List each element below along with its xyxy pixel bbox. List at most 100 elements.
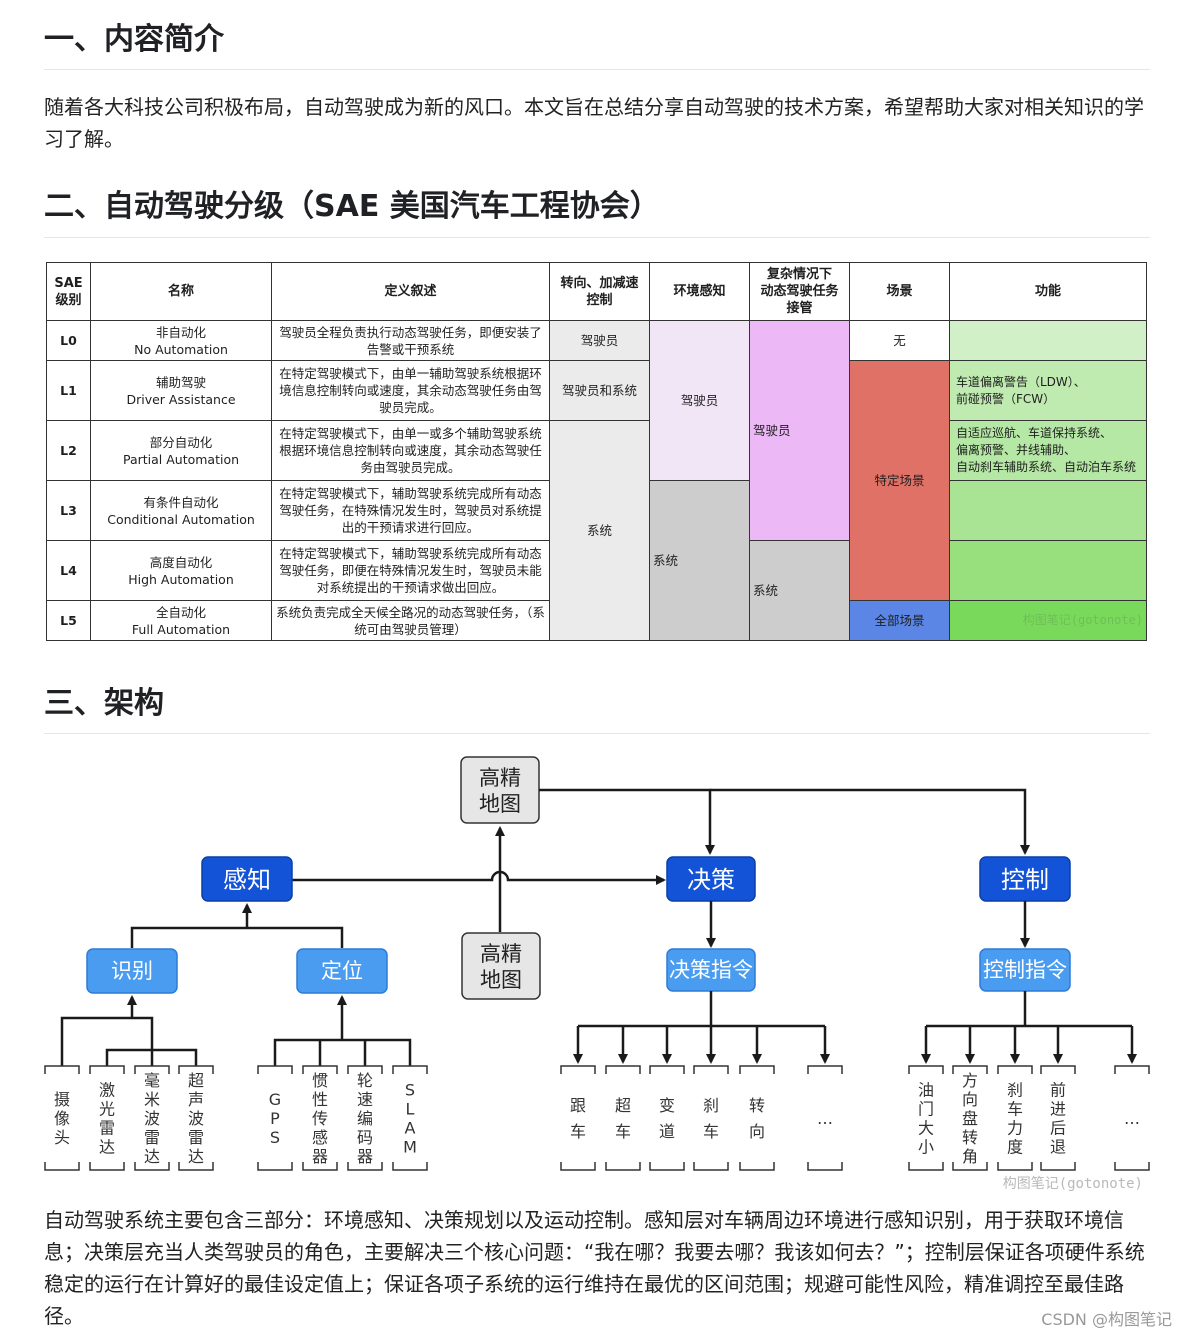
svg-text:毫: 毫 bbox=[144, 1071, 160, 1090]
col-header-definition: 定义叙述 bbox=[271, 262, 550, 321]
svg-text:油: 油 bbox=[918, 1081, 934, 1100]
col-header-function: 功能 bbox=[949, 262, 1147, 321]
intro-paragraph: 随着各大科技公司积极布局，自动驾驶成为新的风口。本文旨在总结分享自动驾驶的技术方… bbox=[44, 95, 1144, 151]
perception-driver-cell: 驾驶员 bbox=[649, 320, 750, 481]
col-header-control: 转向、加减速 控制 bbox=[549, 262, 650, 321]
svg-text:L: L bbox=[406, 1100, 415, 1119]
perception-node: 感知 bbox=[201, 856, 293, 902]
svg-text:雷: 雷 bbox=[144, 1128, 160, 1147]
hd-map-node-bottom: 高精 地图 bbox=[461, 932, 541, 1000]
svg-text:头: 头 bbox=[54, 1128, 70, 1147]
svg-text:车: 车 bbox=[615, 1122, 631, 1141]
svg-text:门: 门 bbox=[918, 1100, 934, 1119]
svg-text:定位: 定位 bbox=[321, 959, 363, 983]
definition-cell: 在特定驾驶模式下，辅助驾驶系统完成所有动态驾驶任务，即便在特殊情况发生时，驾驶员… bbox=[271, 540, 550, 601]
footer-watermark: CSDN @构图笔记 bbox=[1041, 1310, 1172, 1329]
hd-map-label-line2: 地图 bbox=[479, 792, 521, 816]
svg-text:方: 方 bbox=[962, 1071, 978, 1090]
svg-text:声: 声 bbox=[188, 1090, 204, 1109]
function-cell bbox=[949, 480, 1147, 541]
svg-text:车: 车 bbox=[703, 1122, 719, 1141]
sae-levels-table: SAE 级别 名称 定义叙述 转向、加减速 控制 环境感知 复杂情况下 动态驾驶… bbox=[46, 262, 1147, 641]
svg-text:A: A bbox=[405, 1119, 416, 1138]
definition-cell: 在特定驾驶模式下，辅助驾驶系统完成所有动态驾驶任务，在特殊情况发生时，驾驶员对系… bbox=[271, 480, 550, 541]
level-cell: L4 bbox=[46, 540, 91, 601]
svg-text:决策: 决策 bbox=[687, 866, 735, 894]
leaf-items: 摄像头激光雷达毫米波雷达超声波雷达GPS惯性传感器轮速编码器SLAM跟车超车变道… bbox=[44, 1065, 1150, 1171]
control-system-cell: 系统 bbox=[549, 420, 650, 641]
decision-item: … bbox=[807, 1065, 843, 1171]
section-heading-intro: 一、内容简介 bbox=[44, 22, 224, 57]
divider bbox=[44, 237, 1150, 238]
architecture-paragraph: 自动驾驶系统主要包含三部分：环境感知、决策规划以及运动控制。感知层对车辆周边环境… bbox=[44, 1208, 1145, 1328]
svg-text:超: 超 bbox=[188, 1071, 204, 1090]
svg-text:退: 退 bbox=[1050, 1138, 1066, 1157]
level-cell: L3 bbox=[46, 480, 91, 541]
svg-text:惯: 惯 bbox=[312, 1071, 328, 1090]
svg-text:后: 后 bbox=[1050, 1119, 1066, 1138]
svg-text:控制: 控制 bbox=[1001, 866, 1049, 894]
decision-item: 跟车 bbox=[560, 1065, 596, 1171]
svg-text:度: 度 bbox=[1007, 1138, 1023, 1157]
sensor-item: 摄像头 bbox=[44, 1065, 80, 1171]
svg-text:超: 超 bbox=[615, 1096, 631, 1115]
svg-text:G: G bbox=[269, 1090, 281, 1109]
svg-text:感: 感 bbox=[312, 1128, 328, 1147]
svg-text:小: 小 bbox=[918, 1138, 934, 1157]
level-cell: L2 bbox=[46, 420, 91, 481]
definition-cell: 在特定驾驶模式下，由单一或多个辅助驾驶系统根据环境信息控制转向或速度，其余动态驾… bbox=[271, 420, 550, 481]
svg-text:雷: 雷 bbox=[188, 1128, 204, 1147]
svg-text:变: 变 bbox=[659, 1096, 675, 1115]
hd-map-node-top: 高精 地图 bbox=[460, 756, 540, 824]
divider bbox=[44, 69, 1150, 70]
svg-text:编: 编 bbox=[357, 1109, 373, 1128]
definition-cell: 驾驶员全程负责执行动态驾驶任务，即便安装了告警或干预系统 bbox=[271, 320, 550, 361]
svg-text:米: 米 bbox=[144, 1090, 160, 1109]
hd-map-label-line1: 高精 bbox=[479, 766, 521, 790]
svg-text:进: 进 bbox=[1050, 1100, 1066, 1119]
svg-text:车: 车 bbox=[1007, 1100, 1023, 1119]
function-cell: 自适应巡航、车道保持系统、 偏离预警、并线辅助、 自动刹车辅助系统、自动泊车系统 bbox=[949, 420, 1147, 481]
svg-text:摄: 摄 bbox=[54, 1090, 70, 1109]
svg-text:达: 达 bbox=[144, 1147, 160, 1166]
svg-text:刹: 刹 bbox=[703, 1096, 719, 1115]
svg-text:器: 器 bbox=[312, 1147, 328, 1166]
svg-text:转: 转 bbox=[749, 1096, 765, 1115]
svg-text:性: 性 bbox=[312, 1090, 328, 1109]
definition-cell: 系统负责完成全天候全路况的动态驾驶任务，（系统可由驾驶员管理） bbox=[271, 600, 550, 641]
svg-text:感知: 感知 bbox=[223, 866, 271, 894]
decision-item: 超车 bbox=[605, 1065, 641, 1171]
svg-text:转: 转 bbox=[962, 1128, 978, 1147]
svg-text:光: 光 bbox=[99, 1100, 115, 1119]
col-header-scene: 场景 bbox=[849, 262, 950, 321]
decision-command-node: 决策指令 bbox=[666, 948, 756, 992]
table-header-row: SAE 级别 名称 定义叙述 转向、加减速 控制 环境感知 复杂情况下 动态驾驶… bbox=[46, 262, 1147, 321]
control-command-node: 控制指令 bbox=[979, 948, 1071, 992]
level-cell: L1 bbox=[46, 360, 91, 421]
divider bbox=[44, 733, 1150, 734]
takeover-driver-cell: 驾驶员 bbox=[749, 320, 850, 541]
hd-map-bottom-line2: 地图 bbox=[480, 968, 522, 992]
svg-text:向: 向 bbox=[962, 1090, 978, 1109]
section-heading-architecture: 三、架构 bbox=[44, 686, 164, 721]
svg-text:波: 波 bbox=[188, 1109, 204, 1128]
svg-text:识别: 识别 bbox=[111, 959, 153, 983]
svg-text:达: 达 bbox=[99, 1138, 115, 1157]
svg-text:向: 向 bbox=[749, 1122, 765, 1141]
table-watermark: 构图笔记(gotonote) bbox=[949, 600, 1147, 641]
level-cell: L5 bbox=[46, 600, 91, 641]
sensor-item: GPS bbox=[257, 1065, 293, 1171]
